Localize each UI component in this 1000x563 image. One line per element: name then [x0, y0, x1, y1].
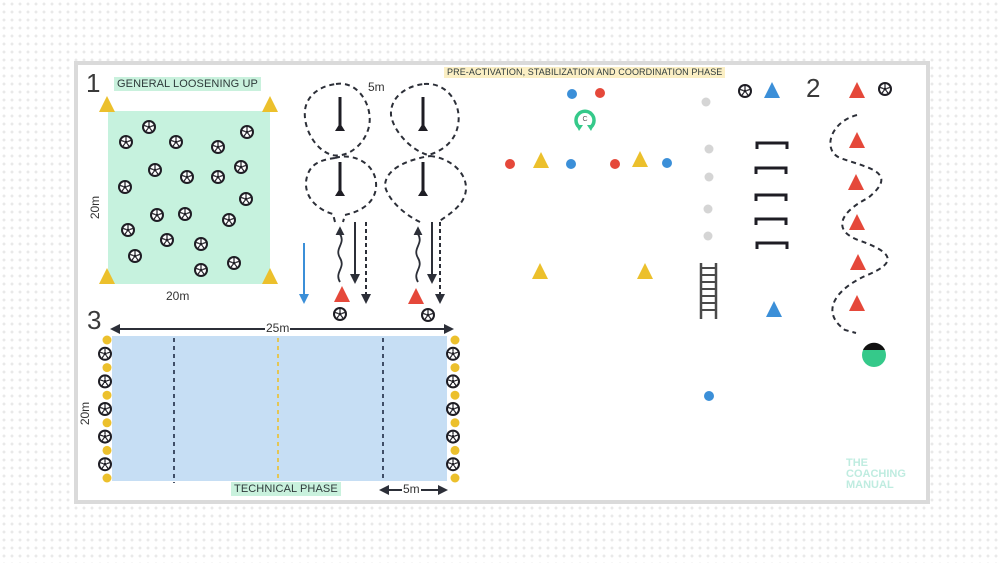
hurdle-icon: [754, 193, 788, 203]
ball-icon: [179, 169, 195, 185]
ball-icon: [117, 179, 133, 195]
ball-icon: [118, 134, 134, 150]
ball-icon: [127, 248, 143, 264]
ball-icon: [445, 373, 461, 389]
figure-eight-drill: [299, 82, 468, 323]
ball-icon: [877, 81, 893, 97]
ball-icon: [737, 83, 753, 99]
pole-icon: [416, 95, 430, 133]
ball-icon: [238, 191, 254, 207]
ball-icon: [177, 206, 193, 222]
section-1-grid: [99, 96, 278, 284]
logo-line-3: MANUAL: [846, 479, 894, 491]
ball-icon: [210, 139, 226, 155]
logo-line-1: THE: [846, 457, 868, 469]
ball-icon: [147, 162, 163, 178]
section-2-activation: C: [505, 81, 893, 401]
hurdle-icon: [755, 141, 789, 151]
cone-icon: [99, 96, 115, 112]
pole-icon: [333, 95, 347, 133]
section-3-length-label: 25m: [265, 321, 291, 335]
ball-icon: [141, 119, 157, 135]
section-1-title: GENERAL LOOSENING UP: [114, 77, 261, 91]
coach-icon: C: [574, 109, 596, 131]
section-3-field: [97, 324, 461, 495]
ball-icon: [210, 169, 226, 185]
pole-icon: [333, 160, 347, 198]
ball-icon: [221, 212, 237, 228]
cone-icon: [334, 286, 350, 302]
ball-icon: [193, 262, 209, 278]
ball-icon: [97, 401, 113, 417]
hurdle-icon: [754, 166, 788, 176]
section-3-zone-label: 5m: [402, 482, 421, 496]
agility-ladder-icon: [699, 263, 718, 319]
ball-icon: [168, 134, 184, 150]
section-1-width-label: 20m: [166, 289, 190, 303]
hurdle-icon: [755, 241, 789, 251]
svg-text:C: C: [582, 116, 587, 123]
hurdle-icon: [754, 217, 788, 227]
ball-icon: [226, 255, 242, 271]
ball-icon: [445, 401, 461, 417]
section-2-title: PRE-ACTIVATION, STABILIZATION AND COORDI…: [444, 67, 726, 78]
ball-icon: [97, 456, 113, 472]
pole-icon: [416, 160, 430, 198]
ball-icon: [97, 346, 113, 362]
section-number-2: 2: [806, 73, 821, 103]
ball-icon: [445, 456, 461, 472]
ball-icon: [97, 373, 113, 389]
ball-icon: [445, 429, 461, 445]
section-number-1: 1: [86, 68, 101, 98]
cone-icon: [764, 82, 780, 98]
section-number-3: 3: [87, 305, 102, 335]
ball-icon: [233, 159, 249, 175]
ball-icon: [149, 207, 165, 223]
coaching-manual-logo: THE COACHING MANUAL: [846, 458, 906, 491]
section-3-title: TECHNICAL PHASE: [231, 482, 341, 496]
ball-icon: [445, 346, 461, 362]
section-3-width-label: 20m: [78, 401, 93, 426]
cone-icon: [408, 288, 424, 304]
cone-icon: [849, 82, 865, 98]
ball-icon: [97, 429, 113, 445]
player-icon: [862, 342, 886, 367]
cone-icon: [262, 96, 278, 112]
poles-distance-label: 5m: [368, 80, 385, 94]
logo-line-2: COACHING: [846, 468, 906, 480]
ball-icon: [193, 236, 209, 252]
ball-icon: [420, 307, 436, 323]
cone-icon: [766, 301, 782, 317]
ball-icon: [239, 124, 255, 140]
ball-icon: [159, 232, 175, 248]
ball-icon: [332, 306, 348, 322]
ball-icon: [120, 222, 136, 238]
section-1-height-label: 20m: [88, 195, 103, 220]
